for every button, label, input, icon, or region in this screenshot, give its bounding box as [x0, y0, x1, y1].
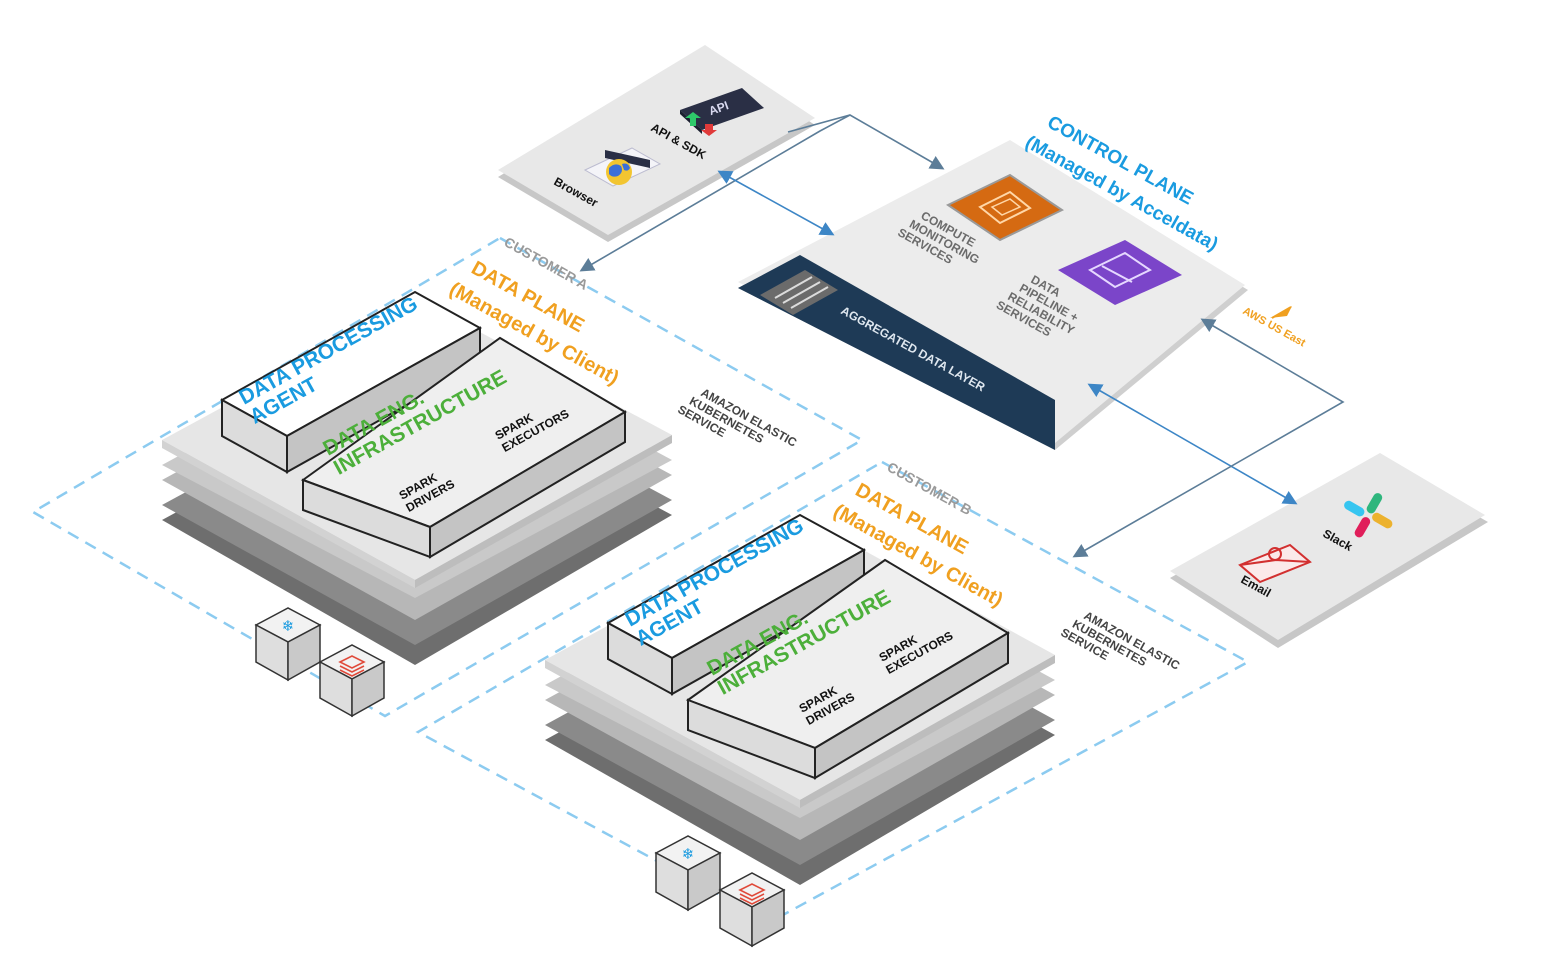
svg-text:API: API	[707, 98, 731, 118]
data-processing-agent-block	[219, 290, 483, 474]
pipeline-icon	[1058, 240, 1182, 305]
customer-a-zone: CUSTOMER A DATA PLANE (Managed by Client…	[30, 234, 865, 718]
stack-icon	[738, 883, 766, 905]
notifications-panel: Slack Email	[1170, 453, 1488, 648]
control-plane: AGGREGATED DATA LAYER COMPUTE MONITORING…	[738, 112, 1308, 450]
email-icon[interactable]	[1238, 543, 1312, 584]
snowflake-cube: ❄	[254, 607, 322, 682]
slack-icon[interactable]	[1342, 491, 1394, 539]
connector-control-to-notifications	[1087, 383, 1298, 505]
stack-cube	[718, 872, 786, 948]
stack-icon	[338, 655, 366, 677]
connectors	[579, 114, 1345, 558]
api-icon[interactable]: API	[680, 88, 764, 136]
connector-control-to-customer-b	[1072, 318, 1345, 558]
customer-a-dashed-boundary	[30, 236, 865, 718]
connector-api-to-data-layer	[717, 170, 835, 236]
compute-chip-icon	[945, 173, 1065, 242]
region-arrow-icon	[1270, 306, 1292, 319]
database-grid-icon	[760, 270, 838, 315]
snowflake-icon: ❄	[282, 618, 295, 635]
data-eng-infrastructure-block	[300, 336, 627, 559]
browser-icon[interactable]	[583, 147, 662, 187]
snowflake-cube: ❄	[654, 835, 722, 912]
data-eng-infrastructure-block	[685, 558, 1010, 780]
snowflake-icon: ❄	[682, 846, 695, 863]
stack-cube	[318, 644, 386, 718]
aggregated-data-layer	[738, 255, 1055, 450]
aws-region-label: AWS US East	[1241, 305, 1308, 349]
customer-b-zone: CUSTOMER B DATA PLANE (Managed by Client…	[415, 459, 1251, 948]
client-access-panel: API API & SDK Browser	[498, 45, 815, 242]
connector-control-to-customer-a	[579, 114, 851, 272]
